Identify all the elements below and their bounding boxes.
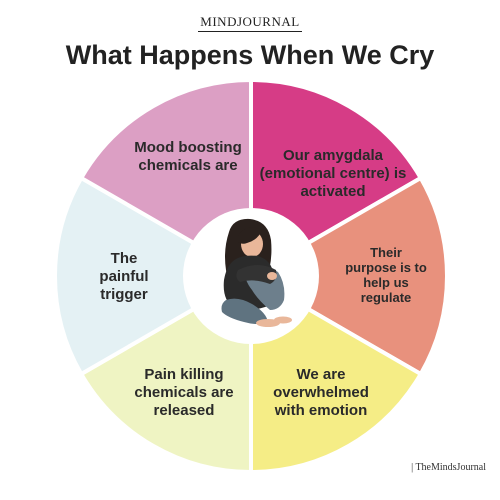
segment-label-painful-trigger: The painful trigger bbox=[99, 250, 149, 303]
segment-label-purpose-regulate: Their purpose is to help us regulate bbox=[345, 245, 427, 305]
segment-label-mood-boosting: Mood boosting chemicals are bbox=[134, 139, 242, 174]
segment-label-pain-killing: Pain killing chemicals are released bbox=[134, 366, 234, 419]
crying-woman-illustration bbox=[221, 218, 292, 327]
segment-purpose bbox=[246, 175, 449, 377]
segment-painful-trigger bbox=[53, 175, 256, 377]
page-title: What Happens When We Cry bbox=[65, 40, 435, 70]
segment-label-overwhelmed: We are overwhelmed with emotion bbox=[273, 366, 369, 419]
brand-logo-text: MINDJOURNAL bbox=[198, 14, 302, 32]
credit-text: | TheMindsJournal bbox=[411, 462, 486, 473]
brand-logo: MINDJOURNAL bbox=[0, 14, 500, 32]
segment-label-amygdala-activated: Our amygdala (emotional centre) is activ… bbox=[259, 147, 407, 200]
